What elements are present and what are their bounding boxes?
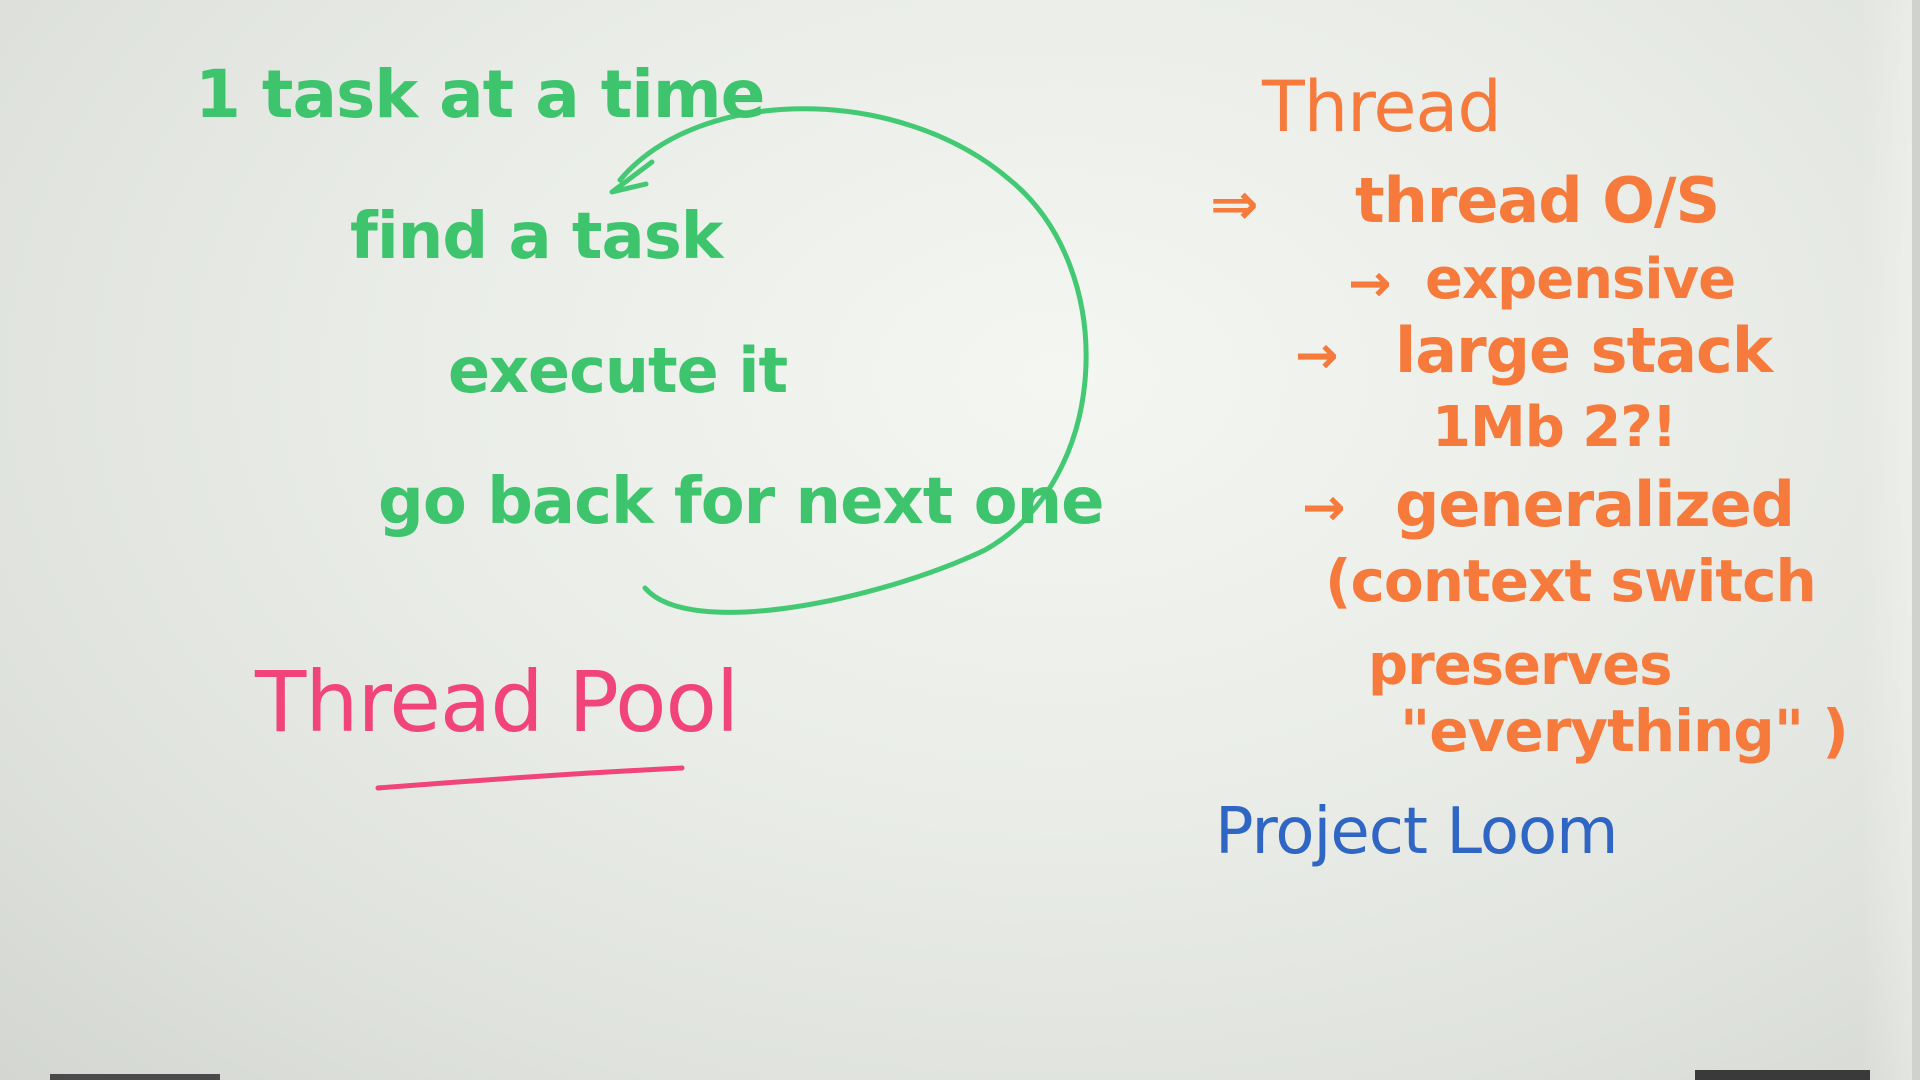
board-frame-bottom-left <box>50 1074 220 1080</box>
board-right-edge <box>1912 0 1920 1080</box>
board-glare <box>1860 0 1920 1080</box>
note-large-stack: large stack <box>1395 314 1773 387</box>
double-arrow-icon: ⇒ <box>1210 170 1259 238</box>
note-expensive: expensive <box>1425 247 1736 312</box>
note-thread-os: thread O/S <box>1355 164 1720 237</box>
note-everything: "everything" ) <box>1400 697 1849 765</box>
thread-title: Thread <box>1262 66 1502 148</box>
thread-pool-heading: Thread Pool <box>255 653 739 751</box>
project-loom-note: Project Loom <box>1215 795 1618 869</box>
note-1mb: 1Mb 2?! <box>1432 395 1677 460</box>
loop-arrow-head <box>609 159 655 195</box>
note-find-a-task: find a task <box>350 200 723 274</box>
note-generalized: generalized <box>1395 468 1795 541</box>
note-execute-it: execute it <box>448 334 788 407</box>
arrow-icon: → <box>1348 254 1392 314</box>
loop-arrow-path <box>617 106 1089 615</box>
note-go-back-for-next-one: go back for next one <box>378 465 1105 539</box>
note-preserves: preserves <box>1368 633 1672 698</box>
note-one-task-at-a-time: 1 task at a time <box>195 56 765 133</box>
thread-pool-underline <box>375 765 685 791</box>
note-context-switch: (context switch <box>1325 547 1817 615</box>
board-frame-bottom-right <box>1695 1070 1870 1080</box>
arrow-icon: → <box>1302 478 1346 538</box>
arrow-icon: → <box>1295 326 1339 386</box>
